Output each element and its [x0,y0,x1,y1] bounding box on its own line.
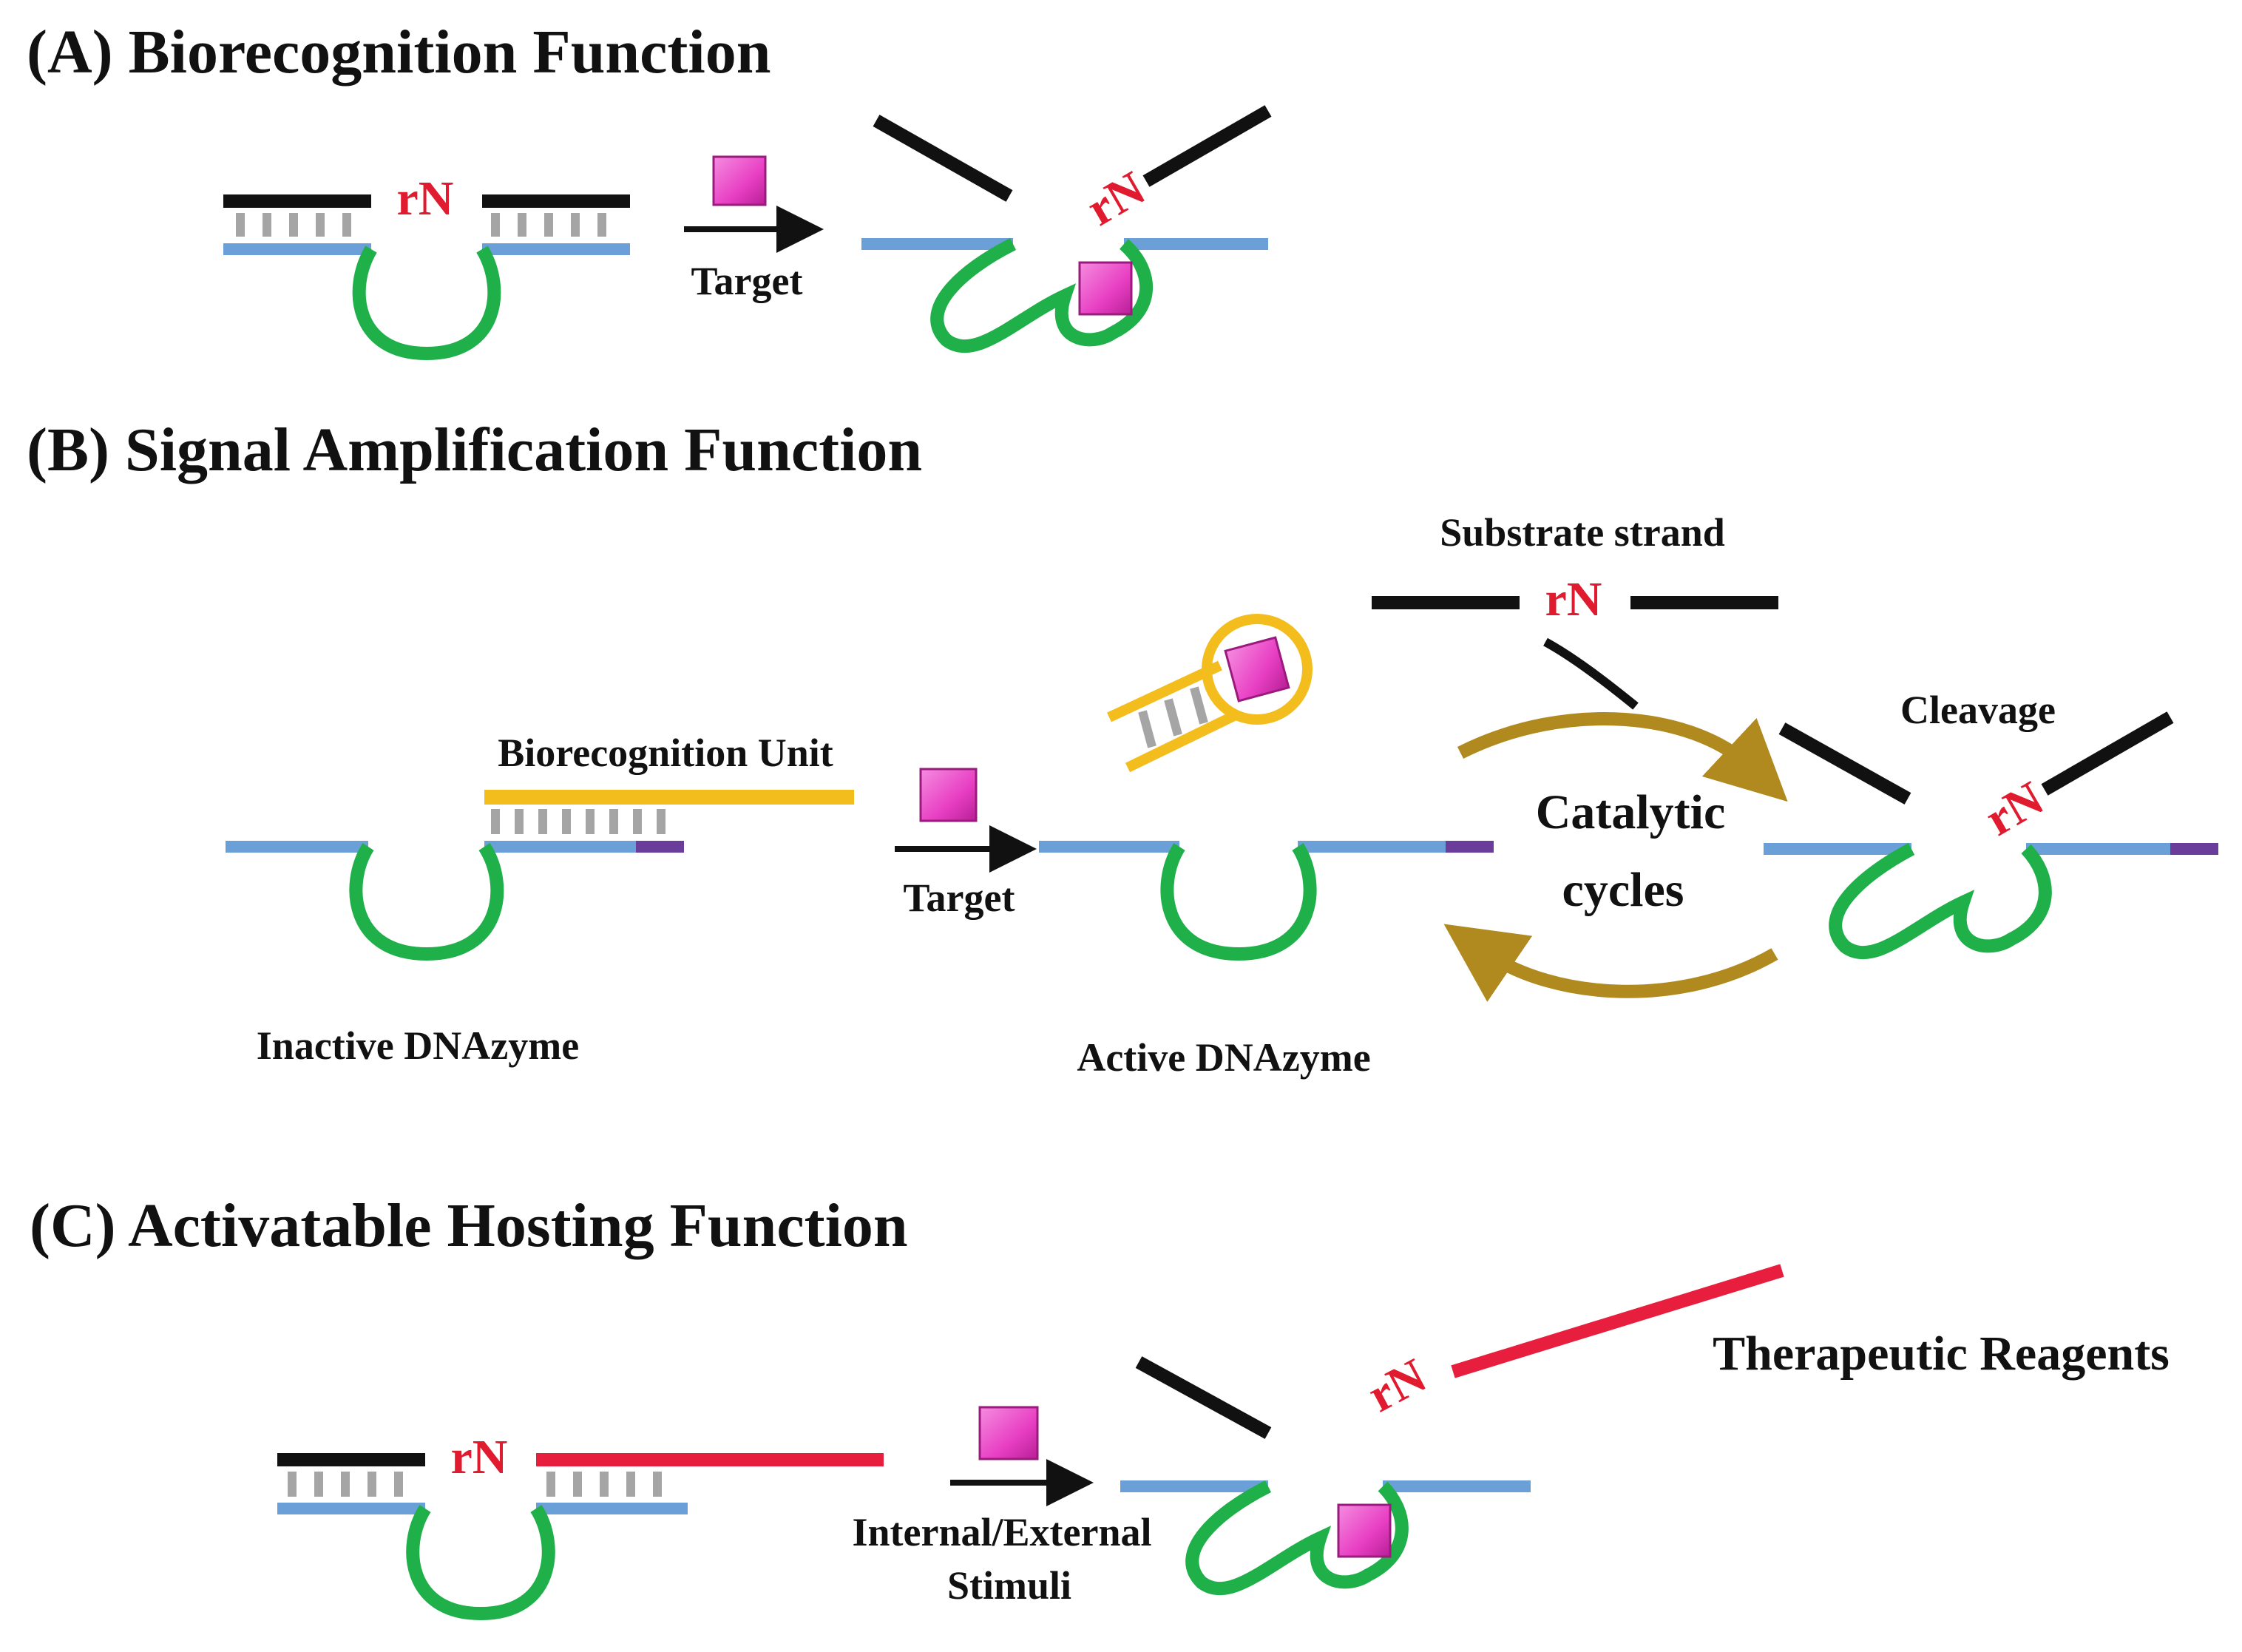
panel-b-active-dnazyme: Active DNAzyme [1039,841,1494,1080]
panel-b-cleaved-complex: Cleavage rN [1764,688,2218,960]
bound-target-cube [1337,1503,1392,1558]
cleaved-fragment-right [1142,105,1272,187]
cleaved-fragment-right [2041,711,2174,796]
panel-c-active-complex: rN Therapeutic Reagents [1120,1264,2170,1596]
panel-b-target: Target [895,768,1037,920]
ribonucleotide-label: rN [1977,771,2053,847]
cleavage-label: Cleavage [1900,688,2056,732]
ribonucleotide-label: rN [1078,161,1154,237]
bound-target-cube [1224,636,1290,703]
catalytic-loop-folded [1185,1480,1409,1596]
catalytic-loop-folded [930,237,1153,353]
ribonucleotide-label: rN [397,172,454,226]
target-aptamer-complex [1107,614,1313,773]
target-label: Target [691,259,803,303]
ribonucleotide-label: rN [1359,1348,1435,1423]
aptamer-loop [1202,614,1313,725]
substrate-binding-line [1543,637,1639,710]
panel-a-active-complex: rN [861,105,1272,353]
cleaved-fragment-left [1778,722,1911,805]
base-pairs [491,809,666,834]
panel-c-stimuli: Internal/External Stimuli [853,1406,1152,1608]
stimuli-label-line2: Stimuli [947,1563,1071,1608]
catalytic-loop [349,843,504,961]
panel-c-heading: (C) Activatable Hosting Function [30,1191,908,1260]
bound-target-cube [1078,261,1133,316]
target-cube [712,155,767,206]
active-dnazyme-label: Active DNAzyme [1077,1035,1370,1080]
biorecognition-unit-label: Biorecognition Unit [498,731,833,775]
stimuli-label-line1: Internal/External [853,1510,1152,1554]
substrate-strand-label: Substrate strand [1440,510,1725,555]
target-cube [978,1406,1039,1460]
panel-a-target: Target [684,155,824,303]
catalytic-loop-folded [1829,843,2052,960]
target-label: Target [904,876,1015,920]
base-pairs [1138,686,1208,748]
base-pairs [236,213,606,237]
cycle-arrow-top [1457,712,1788,802]
panel-a-heading: (A) Biorecognition Function [27,18,771,87]
substrate-strand-group: Substrate strand rN [1372,510,1778,710]
panel-a-inactive-complex: rN [223,172,630,361]
ribonucleotide-label: rN [1545,572,1602,626]
catalytic-label: Catalytic [1536,785,1726,839]
catalytic-loop [352,246,501,361]
inactive-dnazyme-label: Inactive DNAzyme [257,1023,579,1068]
therapeutic-reagents-label: Therapeutic Reagents [1713,1327,2170,1381]
cycles-label: cycles [1562,863,1684,917]
ribonucleotide-label: rN [451,1430,508,1484]
panel-b-heading: (B) Signal Amplification Function [27,416,922,484]
released-therapeutic-strand [1451,1264,1784,1378]
catalytic-loop [1160,843,1317,961]
aptamer-stem [1107,660,1242,773]
catalytic-cycle: Catalytic cycles [1443,712,1788,1002]
base-pairs [288,1472,662,1497]
cleaved-fragment-left [1135,1356,1272,1439]
panel-b-inactive-dnazyme: Biorecognition Unit Inactive DNAzyme [226,731,854,1068]
cycle-arrow-bottom [1443,924,1778,1002]
panel-c-inactive-complex: rN [277,1430,884,1621]
catalytic-loop [406,1505,555,1621]
target-cube [919,768,978,822]
cleaved-fragment-left [873,115,1013,202]
